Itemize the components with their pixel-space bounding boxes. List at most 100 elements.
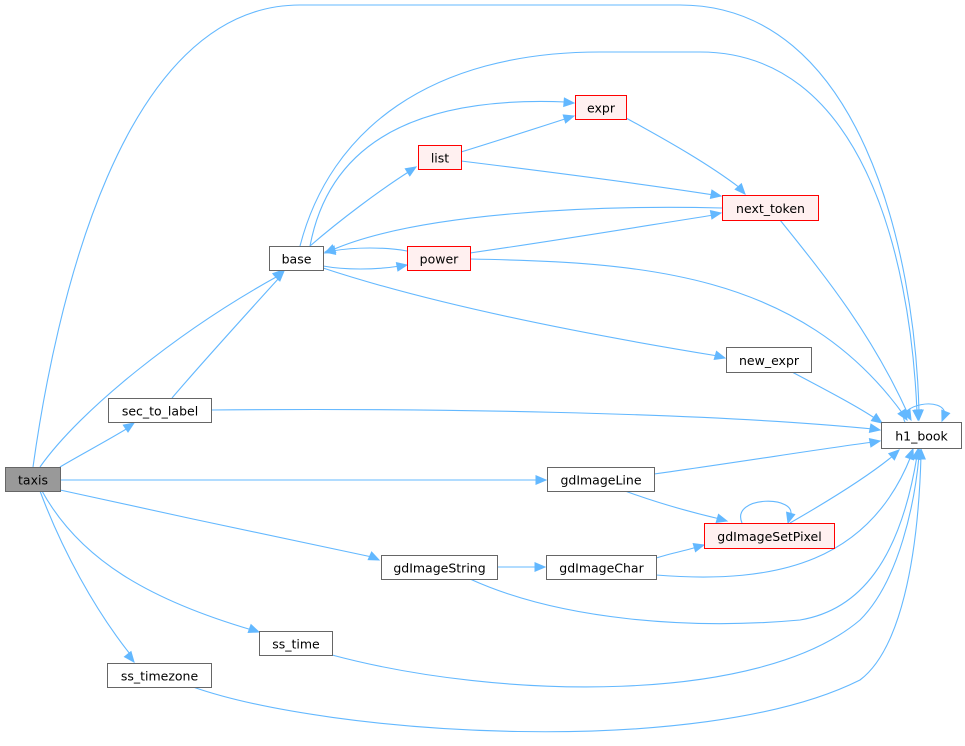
node-gdImageChar[interactable]: gdImageChar bbox=[546, 555, 657, 580]
edge-taxis-to-ss_timezone bbox=[39, 490, 135, 664]
node-box[interactable] bbox=[704, 523, 835, 549]
edge-new_expr-to-h1_book bbox=[791, 371, 884, 424]
arrowhead-icon bbox=[535, 475, 548, 485]
edge-line bbox=[653, 441, 874, 475]
node-new_expr[interactable]: new_expr bbox=[726, 347, 812, 373]
node-power[interactable]: power bbox=[407, 246, 471, 271]
node-box[interactable] bbox=[107, 663, 212, 688]
edge-ss_timezone-to-h1_book bbox=[192, 447, 926, 733]
node-box[interactable] bbox=[547, 467, 655, 492]
node-label: ss_timezone bbox=[121, 669, 199, 684]
arrowhead-icon bbox=[916, 447, 926, 460]
node-h1_book[interactable]: h1_book bbox=[881, 422, 962, 449]
node-label: h1_book bbox=[895, 429, 948, 444]
node-ss_time[interactable]: ss_time bbox=[259, 631, 333, 656]
arrowhead-icon bbox=[247, 623, 261, 634]
node-gdImageSetPixel[interactable]: gdImageSetPixel bbox=[704, 523, 835, 549]
arrowhead-icon bbox=[367, 551, 381, 561]
edge-taxis-to-sec_to_label bbox=[59, 422, 136, 468]
edge-line bbox=[655, 546, 698, 559]
node-gdImageLine[interactable]: gdImageLine bbox=[547, 467, 655, 492]
arrowhead-icon bbox=[868, 423, 882, 433]
edge-line bbox=[210, 408, 874, 430]
edge-gdImageString-to-gdImageChar bbox=[497, 562, 547, 572]
node-box[interactable] bbox=[407, 246, 471, 271]
node-box[interactable] bbox=[722, 195, 819, 221]
node-label: base bbox=[282, 252, 312, 267]
node-label: gdImageString bbox=[393, 561, 485, 576]
edge-list-to-expr bbox=[460, 114, 576, 153]
arrowhead-icon bbox=[709, 189, 723, 199]
edge-base-to-power bbox=[322, 262, 409, 272]
node-taxis[interactable]: taxis bbox=[5, 467, 61, 492]
edge-base-to-new_expr bbox=[322, 267, 727, 360]
node-gdImageString[interactable]: gdImageString bbox=[381, 555, 498, 580]
edge-gdImageLine-to-gdImageSetPixel bbox=[624, 490, 729, 523]
node-box[interactable] bbox=[269, 246, 324, 271]
node-box[interactable] bbox=[726, 347, 812, 373]
arrowhead-icon bbox=[713, 350, 727, 360]
node-box[interactable] bbox=[881, 422, 962, 449]
edge-line bbox=[469, 214, 715, 254]
node-expr[interactable]: expr bbox=[575, 95, 627, 120]
arrowhead-icon bbox=[709, 210, 723, 220]
edge-sec_to_label-to-h1_book bbox=[210, 408, 882, 433]
node-list[interactable]: list bbox=[418, 145, 462, 170]
arrowhead-icon bbox=[870, 412, 884, 424]
arrowhead-icon bbox=[912, 409, 923, 422]
edge-line bbox=[624, 490, 721, 520]
node-label: taxis bbox=[18, 473, 48, 488]
node-label: new_expr bbox=[739, 353, 800, 368]
node-box[interactable] bbox=[381, 555, 498, 580]
node-next_token[interactable]: next_token bbox=[722, 195, 819, 221]
edge-line bbox=[469, 258, 904, 415]
edge-line bbox=[331, 247, 408, 252]
node-box[interactable] bbox=[5, 467, 61, 492]
edge-expr-to-next_token bbox=[625, 117, 746, 195]
edge-line bbox=[32, 4, 920, 468]
edge-line bbox=[39, 275, 279, 468]
edge-gdImageLine-to-h1_book bbox=[653, 438, 882, 475]
edge-line bbox=[322, 265, 401, 270]
node-box[interactable] bbox=[108, 398, 212, 423]
edges-layer bbox=[32, 4, 951, 733]
arrowhead-icon bbox=[563, 97, 576, 108]
edge-line bbox=[779, 219, 909, 415]
edge-line bbox=[655, 455, 912, 578]
arrowhead-icon bbox=[534, 562, 547, 572]
node-box[interactable] bbox=[546, 555, 657, 580]
edge-line bbox=[469, 455, 918, 625]
arrowhead-icon bbox=[123, 650, 135, 664]
edge-line bbox=[171, 277, 280, 399]
node-box[interactable] bbox=[575, 95, 627, 120]
edge-taxis-to-h1_book bbox=[32, 4, 924, 468]
edge-base-to-h1_book bbox=[299, 51, 923, 422]
node-label: ss_time bbox=[272, 637, 320, 652]
node-box[interactable] bbox=[418, 145, 462, 170]
arrowhead-icon bbox=[562, 114, 576, 124]
edge-line bbox=[903, 403, 946, 423]
arrowhead-icon bbox=[323, 245, 337, 255]
edge-gdImageSetPixel-to-gdImageSetPixel bbox=[740, 500, 796, 525]
arrowhead-icon bbox=[122, 422, 136, 433]
arrowhead-icon bbox=[897, 408, 908, 422]
arrowhead-icon bbox=[404, 166, 418, 177]
edge-list-to-next_token bbox=[460, 160, 723, 199]
node-base[interactable]: base bbox=[269, 246, 324, 271]
edge-gdImageChar-to-h1_book bbox=[655, 447, 915, 578]
edge-line bbox=[309, 170, 411, 247]
edge-line bbox=[59, 427, 129, 468]
edge-line bbox=[309, 100, 567, 247]
node-sec_to_label[interactable]: sec_to_label bbox=[108, 398, 212, 423]
edge-line bbox=[740, 500, 792, 524]
nodes-layer: taxis base sec_to_label gdImageLine gdImageS… bbox=[5, 95, 962, 688]
node-box[interactable] bbox=[259, 631, 333, 656]
edge-line bbox=[59, 489, 373, 558]
node-ss_timezone[interactable]: ss_timezone bbox=[107, 663, 212, 688]
arrowhead-icon bbox=[904, 447, 915, 461]
node-label: gdImageSetPixel bbox=[717, 529, 821, 544]
node-label: sec_to_label bbox=[122, 404, 198, 419]
edge-h1_book-to-h1_book bbox=[903, 403, 951, 423]
edge-line bbox=[299, 51, 918, 413]
